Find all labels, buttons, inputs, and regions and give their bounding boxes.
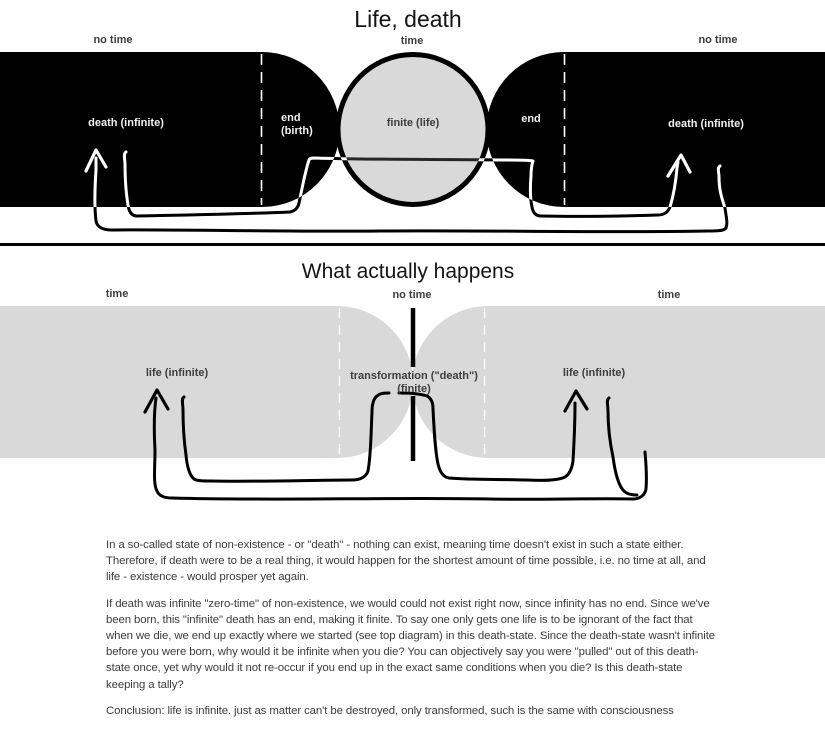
bottom-axis-label-time-right: time	[657, 289, 681, 301]
top-hand-drawn-lines	[84, 148, 729, 234]
bottom-inner-right-loop-line	[397, 391, 577, 482]
left-up-arrow-head	[84, 148, 108, 173]
conclusion-paragraph: Conclusion: life is infinite. just as ma…	[106, 704, 674, 717]
finite-life-label: finite (life)	[386, 117, 440, 129]
finite-life-circle	[335, 52, 491, 207]
bottom-right-companion-line	[605, 396, 639, 497]
right-up-arrow-head	[666, 153, 692, 178]
life-band-right-cap	[412, 306, 564, 458]
explanation-paragraph-2: If death was infinite "zero-time" of non…	[106, 597, 716, 691]
bottom-left-up-arrow-head	[143, 388, 170, 414]
explanation-text-block: In a so-called state of non-existence - …	[106, 537, 722, 719]
end-birth-label: end (birth)	[281, 112, 313, 138]
explanation-paragraph-1: In a so-called state of non-existence - …	[106, 539, 706, 584]
top-dashed-lines	[260, 54, 566, 205]
top-axis-label-no-time-left: no time	[93, 34, 133, 46]
top-band-shapes	[0, 52, 825, 207]
top-axis-label-time: time	[400, 35, 424, 47]
life-infinite-label-right: life (infinite)	[562, 367, 626, 379]
bottom-axis-label-no-time: no time	[392, 289, 432, 301]
transformation-label-line2: (finite)	[397, 382, 431, 395]
bottom-dashed-lines	[338, 308, 486, 457]
end-birth-label-line2: (birth)	[281, 125, 313, 137]
bottom-axis-label-time-left: time	[105, 288, 129, 300]
bottom-diagram-title: What actually happens	[301, 260, 515, 283]
bottom-band-shapes	[0, 306, 825, 458]
life-band-left-cap	[261, 306, 413, 458]
bottom-right-up-arrow-head	[563, 389, 589, 413]
top-diagram-title: Life, death	[354, 6, 462, 32]
bottom-hand-drawn-lines	[143, 388, 648, 501]
death-infinite-label-left: death (infinite)	[88, 117, 164, 129]
transformation-label: transformation ("death") (finite)	[350, 370, 478, 395]
end-birth-label-line1: end	[281, 112, 301, 124]
bottom-outer-loop-line	[152, 396, 648, 501]
end-label-right: end	[521, 113, 541, 125]
transformation-label-line1: transformation ("death")	[350, 370, 478, 382]
top-axis-label-no-time-right: no time	[698, 34, 738, 46]
life-infinite-label-left: life (infinite)	[145, 367, 209, 379]
top-inner-loop-line	[122, 150, 680, 218]
top-outer-loop-line	[93, 156, 729, 234]
bottom-inner-left-loop-line	[180, 391, 391, 483]
death-infinite-label-right: death (infinite)	[668, 118, 744, 130]
